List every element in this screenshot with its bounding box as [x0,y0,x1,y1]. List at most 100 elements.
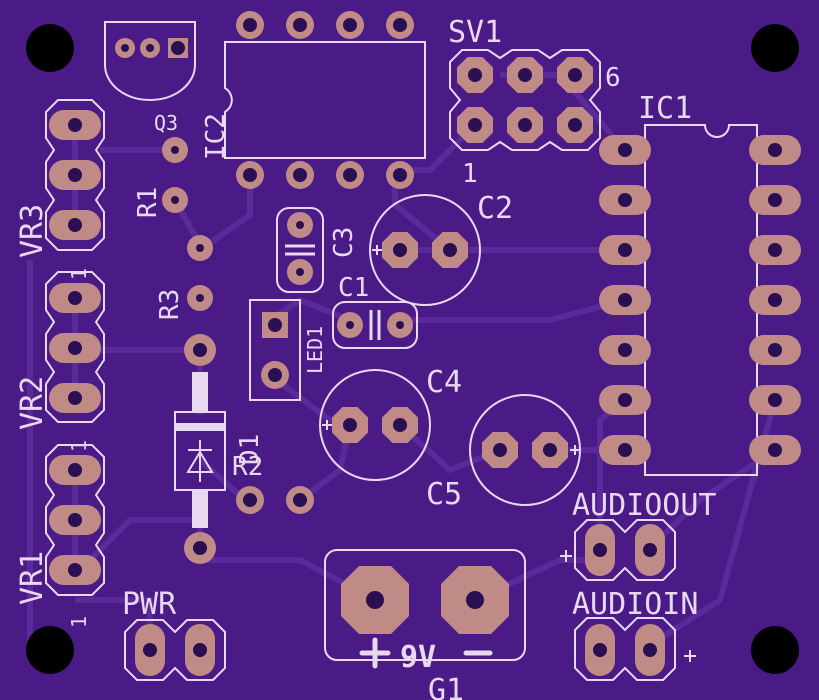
sv1-outline [449,49,601,151]
c5-label: C5 [426,477,462,512]
audioout-pin-2-drill-hole [643,543,657,557]
ic1-pin-right-5-drill-hole [768,343,782,357]
q3-pin-3-drill-hole [171,41,185,55]
g1-polarity [359,637,493,669]
vr2-pin-3-drill-hole [68,391,82,405]
d1-pin-2-drill-hole [193,541,207,555]
c4-outline [319,369,431,481]
q3-pin-2-drill-hole [146,44,154,52]
ic1-pin-left-6-drill-hole [618,393,632,407]
d1-label: D1 [235,434,265,465]
pwr-outline [124,619,226,681]
silkscreen-outlines [45,21,758,681]
ic1-pin-left-7-drill-hole [618,443,632,457]
silkscreen-labels: SV1 6 1 IC1 IC2 Q3 R1 R2 R3 C1 C2 C3 C4 … [15,15,717,700]
ic1-label: IC1 [638,91,692,126]
mounting-hole-bottom-right [751,626,799,674]
vr3-pin1-label: 1 [67,268,91,280]
vr3-pin-3-drill-hole [68,218,82,232]
vr1-pin1-label: 1 [67,616,91,628]
c4-pin-2-drill-hole [393,418,407,432]
c1-pin-2-drill-hole [396,321,404,329]
vr1-outline [45,444,105,596]
r2-label: R2 [232,452,263,482]
ic2-pin-bottom-1-drill-hole [243,168,257,182]
pwr-pin-1-drill-hole [143,643,157,657]
c5-pin-1-drill-hole [493,443,507,457]
sv1-label: SV1 [448,15,502,50]
ic1-pin-right-4-drill-hole [768,293,782,307]
vr3-label: VR3 [15,204,50,258]
vr1-pin-1-drill-hole [68,463,82,477]
r3-pin-1-drill-hole [196,244,204,252]
ic1-pin-right-6-drill-hole [768,393,782,407]
vr2-label: VR2 [15,376,50,430]
c4-label: C4 [426,365,462,400]
c3-pin-1-drill-hole [296,221,304,229]
mounting-hole-top-left [26,24,74,72]
audioin-outline [574,617,676,681]
ic1-pin-right-3-drill-hole [768,243,782,257]
c2-pin-1-drill-hole [393,243,407,257]
sv1-pin-bottom-1-drill-hole [468,118,482,132]
ic2-pin-top-3-drill-hole [343,18,357,32]
vr1-pin-2-drill-hole [68,513,82,527]
r1-pin-2-drill-hole [171,196,179,204]
ic1-pin-left-5-drill-hole [618,343,632,357]
vr2-outline [45,271,105,423]
sv1-pin-top-1-drill-hole [468,68,482,82]
ic1-pin-left-1-drill-hole [618,143,632,157]
audioin-label: AUDIOIN [572,587,698,622]
g1-pin-plus-drill-hole [366,591,384,609]
r1-label: R1 [133,187,163,218]
ic2-pin-bottom-2-drill-hole [293,168,307,182]
pads [49,11,801,676]
mounting-hole-top-right [751,24,799,72]
vr2-pin-1-drill-hole [68,291,82,305]
ic1-outline [644,124,758,476]
g1-pin-minus-drill-hole [466,591,484,609]
c3-label: C3 [329,227,359,258]
r3-pin-2-drill-hole [196,294,204,302]
vr2-pin-2-drill-hole [68,341,82,355]
vr3-pin-2-drill-hole [68,168,82,182]
ic2-pin-bottom-4-drill-hole [393,168,407,182]
mounting-holes [26,24,799,674]
mounting-hole-bottom-left [26,626,74,674]
r3-label: R3 [155,289,185,320]
c2-outline [369,194,481,306]
sv1-pin-top-2-drill-hole [518,68,532,82]
vr2-pin1-label: 1 [67,440,91,452]
c3-outline [276,207,324,293]
g1-label: G1 [428,673,464,700]
ic2-pin-top-4-drill-hole [393,18,407,32]
q3-pin-1-drill-hole [121,44,129,52]
audioout-outline [574,519,676,581]
led1-pin-1-drill-hole [268,318,282,332]
c4-pin-1-drill-hole [343,418,357,432]
ic1-pin-right-2-drill-hole [768,193,782,207]
c5-pin-2-drill-hole [543,443,557,457]
ic2-outline [224,41,426,159]
sv1-pin-last-label: 6 [605,63,621,93]
led1-label: LED1 [303,326,327,374]
pwr-label: PWR [122,587,177,622]
polarity-marks [322,245,696,662]
ic2-pin-top-1-drill-hole [243,18,257,32]
d1-symbol [175,372,225,528]
audioin-pin-2-drill-hole [643,643,657,657]
ic2-pin-top-2-drill-hole [293,18,307,32]
g1-outline [324,549,526,661]
sv1-pin-bottom-2-drill-hole [518,118,532,132]
c3-pin-2-drill-hole [296,268,304,276]
c2-pin-2-drill-hole [443,243,457,257]
d1-pin-1-drill-hole [193,343,207,357]
vr1-pin-3-drill-hole [68,563,82,577]
c1-outline [332,301,418,349]
ic1-pin-left-2-drill-hole [618,193,632,207]
q3-outline [104,21,196,101]
capacitor-plates [285,244,381,340]
ic1-pin-right-1-drill-hole [768,143,782,157]
r2-pin-1-drill-hole [243,493,257,507]
q3-label: Q3 [154,111,178,135]
